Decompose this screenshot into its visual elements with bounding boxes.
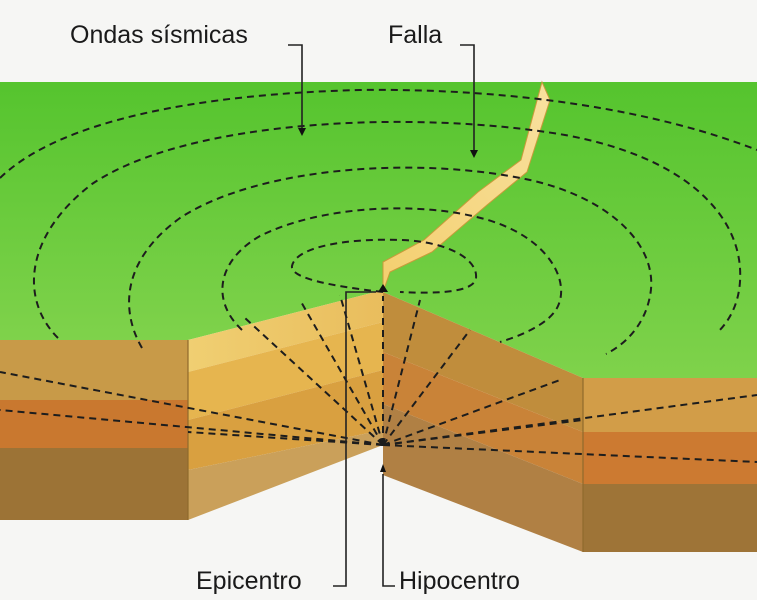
right-diag-layer-top <box>383 292 583 432</box>
hypocenter-label: Hipocentro <box>399 567 520 595</box>
right-block <box>383 82 757 552</box>
left-diag-layer-3 <box>188 370 383 470</box>
label-waves: Ondas sísmicas <box>70 21 306 136</box>
seismic-wave-rings <box>0 88 757 355</box>
label-hypocenter: Hipocentro <box>382 474 520 595</box>
fault-label: Falla <box>388 21 442 49</box>
waves-leader <box>288 44 303 128</box>
wave-ring-3 <box>128 166 653 355</box>
left-diag-layer-top <box>188 290 383 372</box>
left-front-layer-top <box>0 340 188 400</box>
epicenter-label: Epicentro <box>196 567 302 595</box>
fault-scarp <box>382 80 551 293</box>
label-fault: Falla <box>388 21 478 158</box>
left-surface <box>0 82 542 340</box>
wave-ring-4 <box>32 120 742 339</box>
epicenter-leader <box>333 291 376 587</box>
fault-leader <box>460 44 475 150</box>
right-diag-layer-bottom <box>383 404 583 552</box>
label-epicenter: Epicentro <box>196 291 376 595</box>
right-front-layer-mid <box>583 432 757 484</box>
waves-label: Ondas sísmicas <box>70 21 248 49</box>
left-front-layer-mid <box>0 400 188 448</box>
left-diag-layer-bottom <box>188 430 383 520</box>
wave-ring-1 <box>291 238 478 294</box>
left-front-layer-bottom <box>0 448 188 520</box>
wave-ring-5 <box>0 88 757 179</box>
right-front-layer-top <box>583 378 757 432</box>
epicenter-marker <box>378 284 388 292</box>
hypocenter-leader <box>382 474 395 587</box>
wave-rays <box>0 294 757 463</box>
wave-ring-2 <box>221 207 563 343</box>
left-block <box>0 82 542 520</box>
right-surface <box>383 82 757 378</box>
left-diag-layer-2 <box>188 322 383 420</box>
right-front-layer-bottom <box>583 484 757 552</box>
hypocenter-marker <box>380 464 386 472</box>
